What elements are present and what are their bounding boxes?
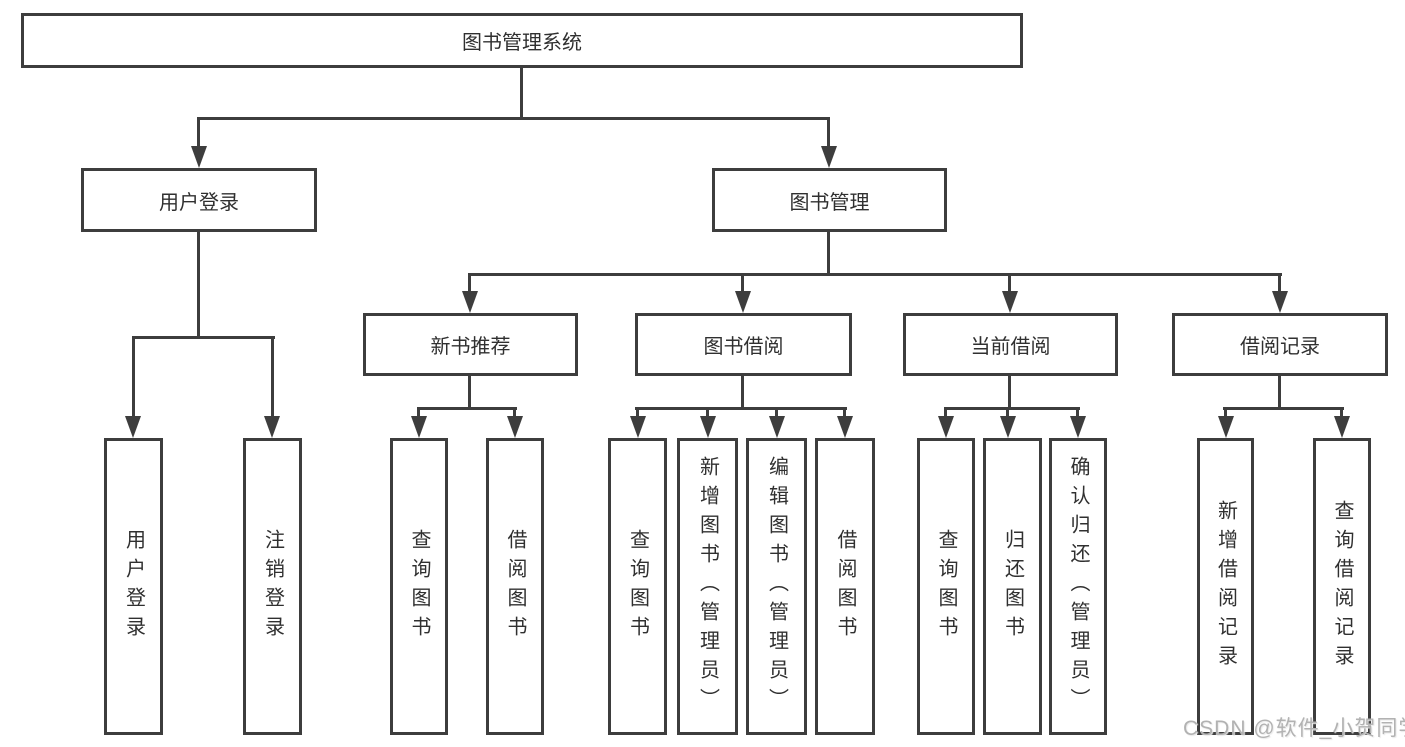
leaf-label: 新增图书（管理员）	[696, 456, 719, 717]
leaf-label: 新增借阅记录	[1214, 499, 1237, 674]
arrow-down-icon	[837, 416, 853, 438]
connector-line	[417, 407, 420, 419]
connector-line	[468, 273, 1282, 276]
connector-line	[1008, 376, 1011, 410]
connector-line	[513, 407, 516, 419]
connector-line	[944, 407, 947, 419]
connector-line	[1223, 407, 1344, 410]
node-label: 新书推荐	[430, 336, 511, 358]
arrow-down-icon	[1334, 416, 1350, 438]
arrow-down-icon	[735, 291, 751, 313]
connector-line	[636, 407, 639, 419]
connector-line	[468, 376, 471, 410]
connector-line	[197, 117, 830, 120]
node-borrow-records: 借阅记录	[1172, 313, 1388, 376]
leaf-add-borrow-record: 新增借阅记录	[1197, 438, 1254, 735]
node-book-management: 图书管理	[712, 168, 947, 232]
connector-line	[197, 232, 200, 339]
connector-line	[1278, 376, 1281, 410]
leaf-borrow-books: 借阅图书	[815, 438, 875, 735]
connector-line	[1224, 407, 1227, 419]
node-label: 当前借阅	[970, 336, 1051, 358]
leaf-logout: 注销登录	[243, 438, 302, 735]
connector-line	[741, 376, 744, 410]
node-current-borrow: 当前借阅	[903, 313, 1118, 376]
leaf-query-borrow-record: 查询借阅记录	[1313, 438, 1371, 735]
arrow-down-icon	[769, 416, 785, 438]
arrow-down-icon	[1000, 416, 1016, 438]
leaf-borrow-books-recommend: 借阅图书	[486, 438, 544, 735]
leaf-label: 查询图书	[408, 528, 430, 645]
node-label: 图书管理	[789, 191, 870, 214]
arrow-down-icon	[264, 416, 280, 438]
arrow-down-icon	[821, 146, 837, 168]
arrow-down-icon	[125, 416, 141, 438]
connector-line	[741, 273, 744, 293]
leaf-add-books-admin: 新增图书（管理员）	[677, 438, 738, 735]
leaf-label: 确认归还（管理员）	[1067, 456, 1089, 717]
connector-line	[271, 336, 274, 419]
node-label: 图书借阅	[703, 336, 784, 358]
arrow-down-icon	[630, 416, 646, 438]
leaf-label: 查询图书	[935, 528, 957, 645]
leaf-label: 查询借阅记录	[1331, 499, 1353, 674]
node-label: 用户登录	[159, 191, 239, 214]
connector-line	[1008, 273, 1011, 293]
leaf-label: 编辑图书（管理员）	[765, 456, 788, 717]
connector-line	[827, 232, 830, 276]
arrow-down-icon	[462, 291, 478, 313]
leaf-query-books-current: 查询图书	[917, 438, 975, 735]
node-label: 借阅记录	[1240, 336, 1320, 358]
leaf-label: 借阅图书	[504, 528, 526, 645]
arrow-down-icon	[1070, 416, 1086, 438]
connector-line	[706, 407, 709, 419]
leaf-label: 注销登录	[261, 528, 284, 645]
connector-line	[1278, 273, 1281, 293]
leaf-label: 借阅图书	[834, 528, 856, 645]
connector-line	[468, 273, 471, 293]
node-book-borrow: 图书借阅	[635, 313, 852, 376]
leaf-edit-books-admin: 编辑图书（管理员）	[746, 438, 807, 735]
leaf-confirm-return-admin: 确认归还（管理员）	[1049, 438, 1107, 735]
connector-line	[132, 336, 275, 339]
node-label: 图书管理系统	[462, 32, 582, 54]
connector-line	[843, 407, 846, 419]
leaf-query-books-borrow: 查询图书	[608, 438, 667, 735]
arrow-down-icon	[938, 416, 954, 438]
leaf-user-login: 用户登录	[104, 438, 163, 735]
connector-line	[635, 407, 847, 410]
leaf-label: 查询图书	[626, 528, 649, 645]
connector-line	[417, 407, 517, 410]
arrow-down-icon	[700, 416, 716, 438]
leaf-label: 用户登录	[122, 528, 145, 645]
node-library-system: 图书管理系统	[21, 13, 1023, 68]
connector-line	[1076, 407, 1079, 419]
connector-line	[944, 407, 1080, 410]
arrow-down-icon	[1272, 291, 1288, 313]
leaf-query-books-recommend: 查询图书	[390, 438, 448, 735]
arrow-down-icon	[1218, 416, 1234, 438]
connector-line	[197, 117, 200, 149]
connector-line	[827, 117, 830, 149]
leaf-label: 归还图书	[1001, 528, 1024, 645]
arrow-down-icon	[411, 416, 427, 438]
node-new-book-recommend: 新书推荐	[363, 313, 578, 376]
arrow-down-icon	[507, 416, 523, 438]
leaf-return-books: 归还图书	[983, 438, 1042, 735]
node-user-login: 用户登录	[81, 168, 317, 232]
arrow-down-icon	[191, 146, 207, 168]
arrow-down-icon	[1002, 291, 1018, 313]
connector-line	[520, 68, 523, 117]
connector-line	[132, 336, 135, 419]
connector-line	[775, 407, 778, 419]
connector-line	[1340, 407, 1343, 419]
connector-line	[1006, 407, 1009, 419]
watermark-text: CSDN @软件_小贺同学	[1183, 717, 1405, 740]
